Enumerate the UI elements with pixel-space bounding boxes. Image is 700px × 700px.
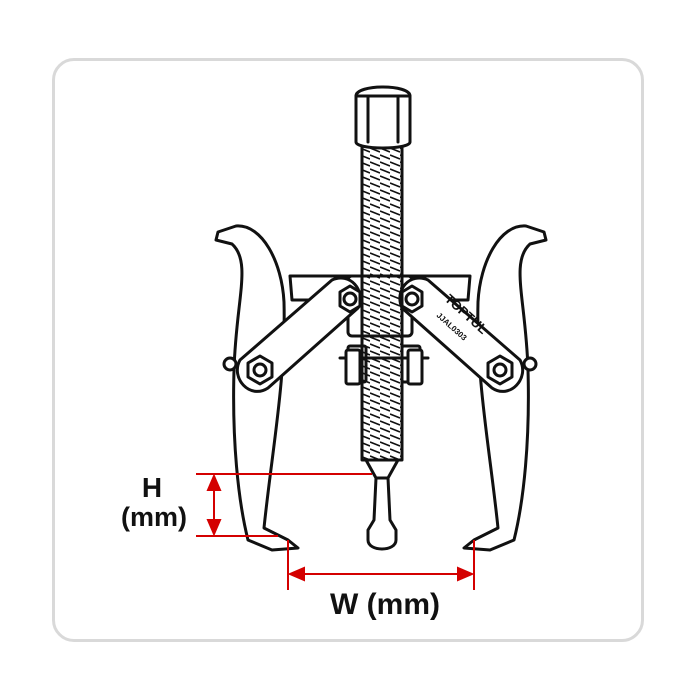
pin-left xyxy=(222,356,238,372)
nut-left xyxy=(344,348,362,386)
pin-right xyxy=(522,356,538,372)
threaded-spindle xyxy=(360,138,404,462)
height-arrow-down xyxy=(206,519,222,537)
bolt-upper-left xyxy=(338,284,362,314)
height-label-letter: H xyxy=(141,472,163,503)
width-label: W (mm) xyxy=(330,588,440,621)
bolt-lower-right xyxy=(486,354,514,386)
height-arrow-up xyxy=(206,473,222,491)
bolt-lower-left xyxy=(246,354,274,386)
spindle-tip xyxy=(364,458,400,480)
center-rod xyxy=(366,476,398,551)
nut-right xyxy=(406,348,424,386)
bolt-upper-right xyxy=(400,284,424,314)
height-label-unit: (mm) xyxy=(121,502,187,532)
width-arrow-right xyxy=(457,566,475,582)
width-arrow-left xyxy=(287,566,305,582)
